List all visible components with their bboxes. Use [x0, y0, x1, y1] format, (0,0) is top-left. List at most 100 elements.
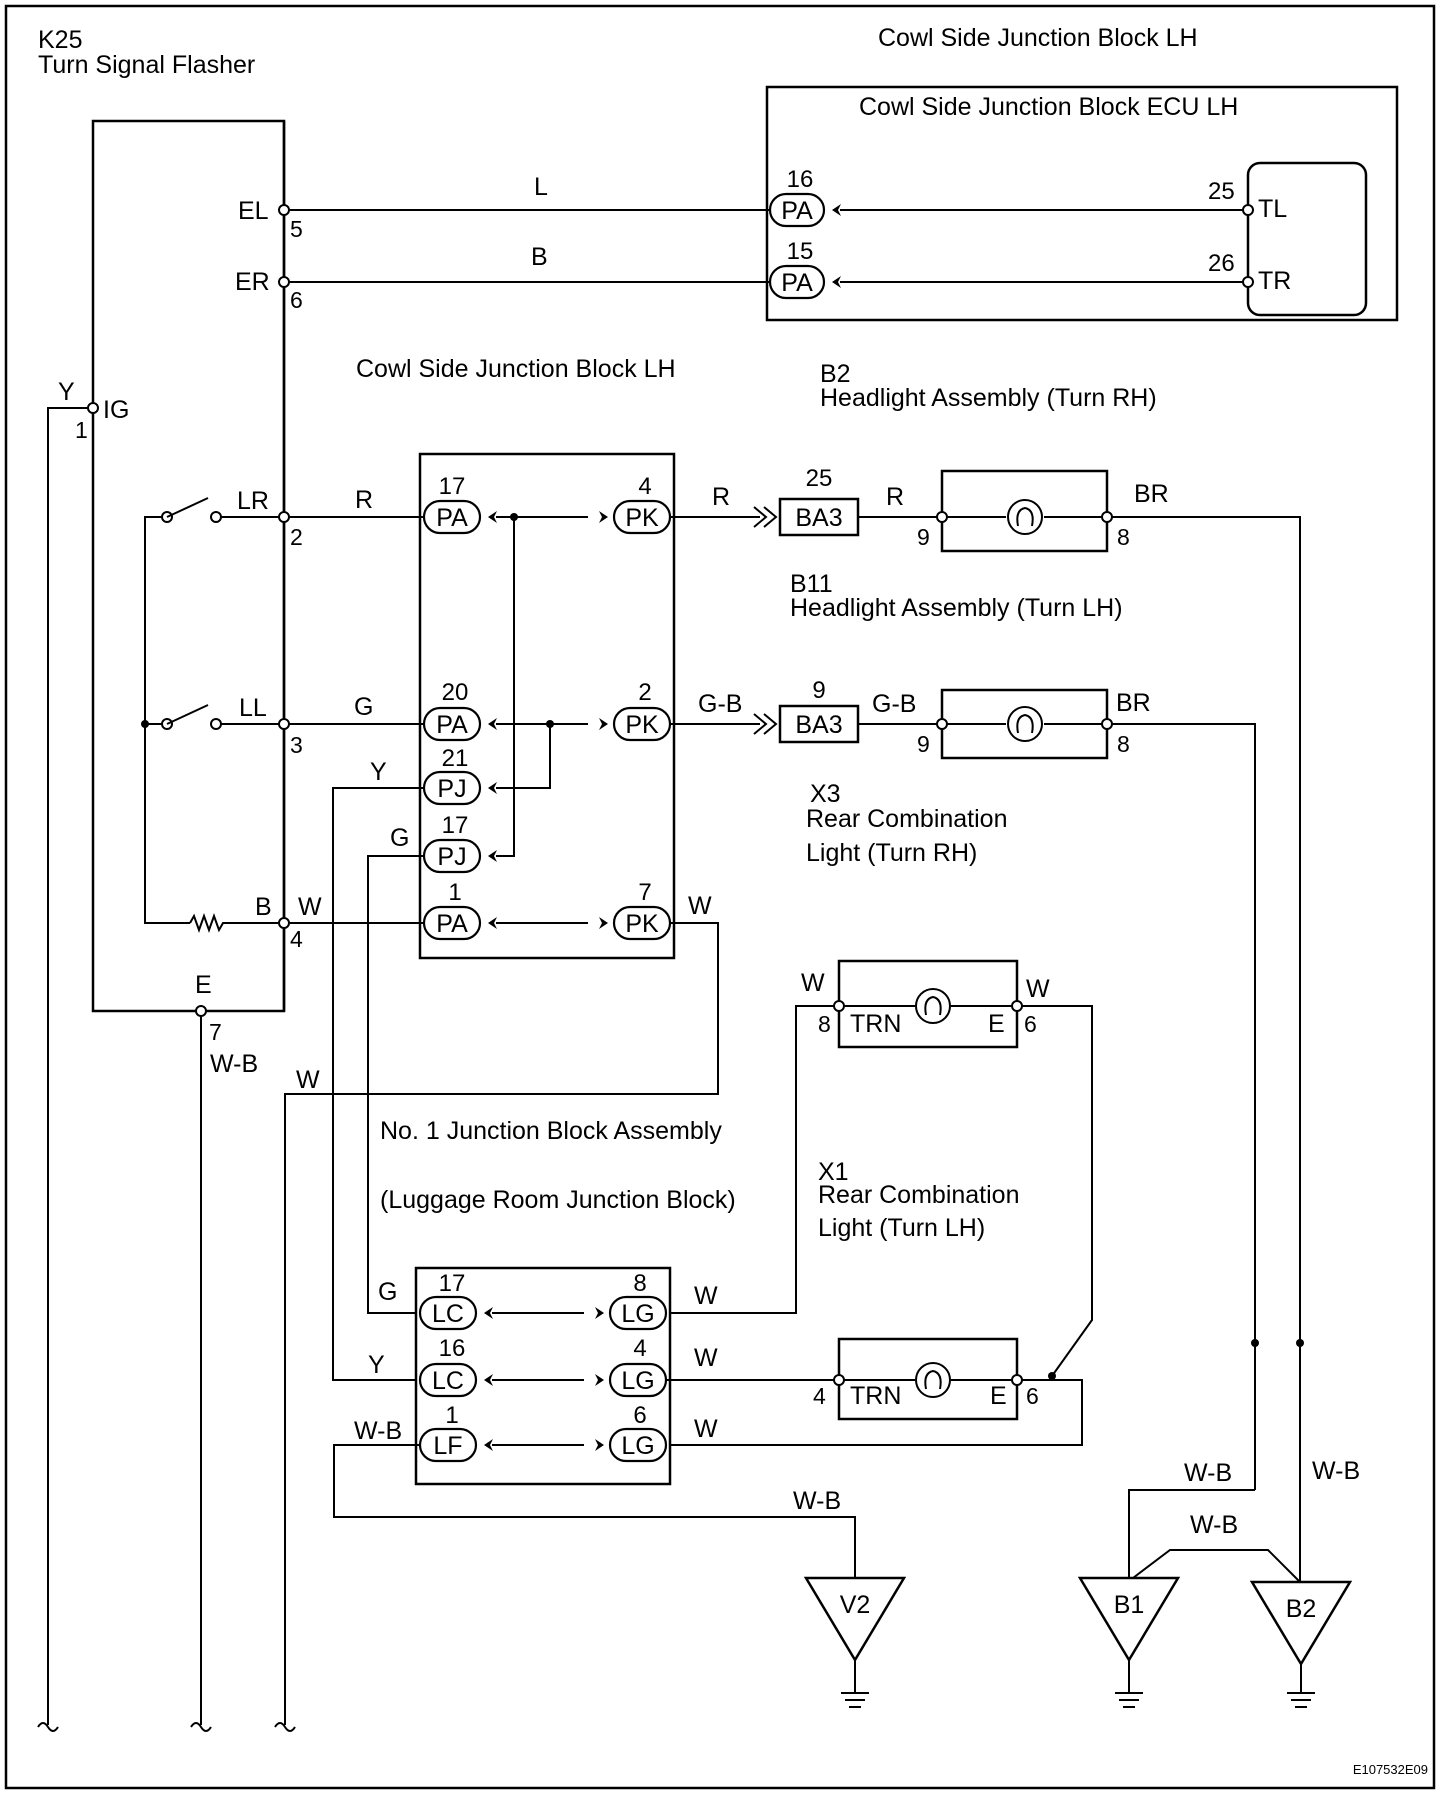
conn-ba3-rh-code: BA3: [795, 504, 842, 532]
rear-lh-name-1: Rear Combination: [818, 1181, 1020, 1209]
figure-id: E107532E09: [1353, 1762, 1428, 1777]
wire-w-lg4-label: W: [694, 1344, 718, 1372]
conn-pa16: [768, 192, 826, 228]
wire-wb-e-label: W-B: [210, 1050, 258, 1078]
wire-gb-2-label: G-B: [872, 690, 916, 718]
cowl-title-top: Cowl Side Junction Block LH: [878, 24, 1198, 52]
wire-r-2-label: R: [712, 483, 730, 511]
conn-lg8: [608, 1295, 668, 1331]
wire-g-down: [367, 855, 424, 1314]
conn-pa1: [422, 905, 482, 941]
wire-w-lg8-label: W: [694, 1282, 718, 1310]
pin-el-no: 5: [290, 216, 303, 242]
conn-pa17: [422, 499, 482, 535]
rear-rh-pin-in: [833, 1000, 845, 1012]
pin-ig-label: IG: [103, 396, 129, 424]
pin-b-label: B: [255, 893, 272, 921]
wire-wb-lf1: [333, 1444, 856, 1578]
break-mark-2: [190, 1722, 212, 1732]
conn-lc16: [418, 1362, 478, 1398]
pin-tl-no: 25: [1208, 178, 1235, 205]
rear-rh-pin-in-no: 8: [818, 1011, 831, 1037]
conn-lg6-code: LG: [621, 1432, 654, 1460]
rear-lh-pin-out: [1011, 1374, 1023, 1386]
conn-ba3-lh-no: 9: [812, 677, 825, 704]
node-rear-e: [1048, 1372, 1056, 1380]
conn-pa17-code: PA: [436, 504, 468, 532]
junction1-title-2: (Luggage Room Junction Block): [380, 1186, 736, 1214]
rear-lh-pin-in-no: 4: [813, 1383, 826, 1409]
conn-lg8-code: LG: [621, 1300, 654, 1328]
pin-er-label: ER: [235, 268, 270, 296]
wire-y-lc16-label: Y: [368, 1351, 385, 1379]
rear-rh-name-1: Rear Combination: [806, 805, 1008, 833]
wire-w-lg6-label: W: [694, 1415, 718, 1443]
junction1-title-1: No. 1 Junction Block Assembly: [380, 1117, 722, 1145]
node-br-lh: [1251, 1339, 1259, 1347]
cowl-junction-box: [418, 452, 676, 960]
wire-g-lc17-label: G: [378, 1278, 397, 1306]
conn-lg6-no: 6: [633, 1402, 646, 1429]
pin-e: [195, 1005, 207, 1017]
wire-r-1-label: R: [355, 486, 373, 514]
wire-w-rear-rh-in: [670, 1005, 834, 1314]
conn-pa15: [768, 264, 826, 300]
conn-lc16-code: LC: [432, 1367, 464, 1395]
node-br-rh: [1296, 1339, 1304, 1347]
conn-pj21-no: 21: [442, 745, 469, 772]
conn-lc16-no: 16: [439, 1335, 466, 1362]
headlight-lh-pin-in-no: 9: [917, 731, 930, 757]
conn-pj17-code: PJ: [437, 843, 466, 871]
headlight-rh-pin-in: [936, 511, 948, 523]
link-ll-pj21: [496, 724, 551, 789]
conn-lg4-no: 4: [633, 1335, 646, 1362]
conn-lc17-code: LC: [432, 1300, 464, 1328]
inline-conn-lh-mark: [753, 713, 778, 735]
conn-pa16-no: 16: [787, 166, 814, 193]
pin-ll-label: LL: [239, 694, 267, 722]
bulb-rear-lh: [915, 1362, 951, 1398]
wire-r-3-label: R: [886, 483, 904, 511]
conn-pa20: [422, 706, 482, 742]
conn-ba3-rh-no: 25: [806, 465, 833, 492]
pin-tr-label: TR: [1258, 267, 1291, 295]
flasher-name: Turn Signal Flasher: [38, 51, 255, 79]
junction1-box: [414, 1266, 672, 1486]
rear-rh-e: E: [988, 1010, 1005, 1038]
flasher-code: K25: [38, 26, 82, 54]
conn-lg6: [608, 1427, 668, 1463]
wire-b-label: B: [531, 243, 548, 271]
conn-pj21-code: PJ: [437, 775, 466, 803]
conn-pk4-code: PK: [625, 504, 659, 532]
conn-lf1-no: 1: [445, 1402, 458, 1429]
conn-pa15-code: PA: [781, 269, 813, 297]
pin-ig-no: 1: [75, 417, 88, 443]
conn-pa16-code: PA: [781, 197, 813, 225]
wire-w-return-label: W: [296, 1066, 320, 1094]
headlight-lh-pin-out-no: 8: [1117, 731, 1130, 757]
conn-lf1-code: LF: [433, 1432, 462, 1460]
rear-lh-e: E: [990, 1382, 1007, 1410]
wire-y-ig-label: Y: [58, 378, 75, 406]
conn-pa20-code: PA: [436, 711, 468, 739]
ecu-inner-box: [1246, 161, 1368, 317]
headlight-lh-name: Headlight Assembly (Turn LH): [790, 594, 1123, 622]
wire-w-1-label: W: [298, 893, 322, 921]
wire-w-pk7-label: W: [688, 892, 712, 920]
wire-wb-b1-label: W-B: [1184, 1459, 1232, 1487]
wire-br-rh-label: BR: [1134, 480, 1169, 508]
resistor: [189, 913, 281, 933]
conn-lc17: [418, 1295, 478, 1331]
wire-br-rh: [1112, 516, 1301, 1582]
conn-pj17-no: 17: [442, 812, 469, 839]
rear-rh-trn: TRN: [850, 1010, 901, 1038]
pin-lr: [278, 511, 290, 523]
wire-wb-b1: [1128, 1489, 1255, 1578]
wire-br-lh-label: BR: [1116, 689, 1151, 717]
diagram-frame: [4, 4, 1436, 1790]
pin-tl: [1242, 204, 1254, 216]
headlight-rh-name: Headlight Assembly (Turn RH): [820, 384, 1157, 412]
wire-wb-b1-b2-label: W-B: [1190, 1511, 1238, 1539]
rear-rh-name-2: Light (Turn RH): [806, 839, 977, 867]
